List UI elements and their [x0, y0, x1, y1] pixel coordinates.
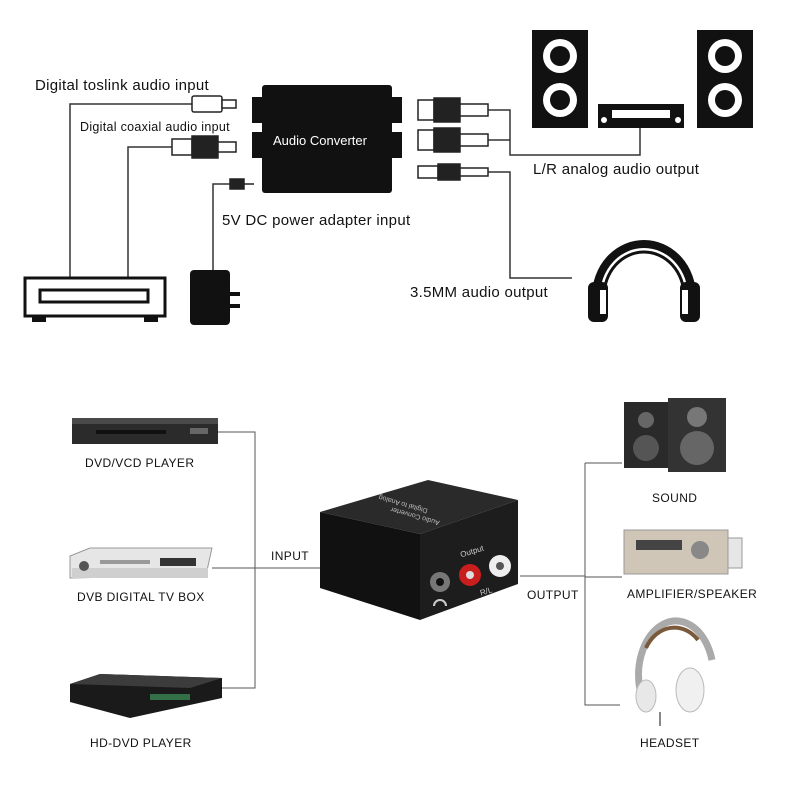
source-player-icon: [23, 276, 167, 322]
bottom-wiring: [212, 431, 622, 706]
dvd-player-icon: [72, 418, 218, 444]
headset-icon: [635, 617, 716, 726]
mm-output-label: 3.5MM audio output: [410, 284, 548, 301]
lr-output-label: L/R analog audio output: [533, 161, 700, 178]
power-input-label: 5V DC power adapter input: [222, 212, 411, 229]
coaxial-plug-icon: [171, 135, 237, 159]
amplifier-icon-bottom: [623, 529, 743, 575]
output-label: OUTPUT: [527, 588, 579, 602]
toslink-plug-icon: [191, 95, 237, 113]
power-plug-icon: [229, 178, 254, 190]
amplifier-icon: [598, 104, 684, 128]
input-label: INPUT: [271, 549, 309, 563]
toslink-input-label: Digital toslink audio input: [35, 77, 210, 94]
output-label-sound: SOUND: [652, 491, 698, 505]
converter-label: Audio Converter: [273, 133, 367, 148]
tv-box-icon: [69, 547, 213, 579]
output-label-headset: HEADSET: [640, 736, 700, 750]
power-adapter-icon: [190, 270, 240, 325]
output-label-amplifier: AMPLIFIER/SPEAKER: [627, 587, 758, 601]
coaxial-input-label: Digital coaxial audio input: [80, 120, 230, 134]
headphones-icon: [588, 240, 700, 322]
audio-converter-box: [252, 85, 402, 193]
rca-plug-icon: [417, 97, 489, 153]
left-speaker-icon: [532, 30, 588, 128]
right-speaker-icon: [697, 30, 753, 128]
hd-dvd-player-icon: [70, 674, 222, 718]
converter-device: [320, 480, 518, 620]
source-label-dvb: DVB DIGITAL TV BOX: [77, 590, 205, 604]
speakers-icon: [624, 398, 726, 472]
mm-plug-icon: [417, 163, 489, 181]
source-label-hd-dvd: HD-DVD PLAYER: [90, 736, 192, 750]
source-label-dvd: DVD/VCD PLAYER: [85, 456, 195, 470]
top-wiring: [69, 103, 641, 279]
